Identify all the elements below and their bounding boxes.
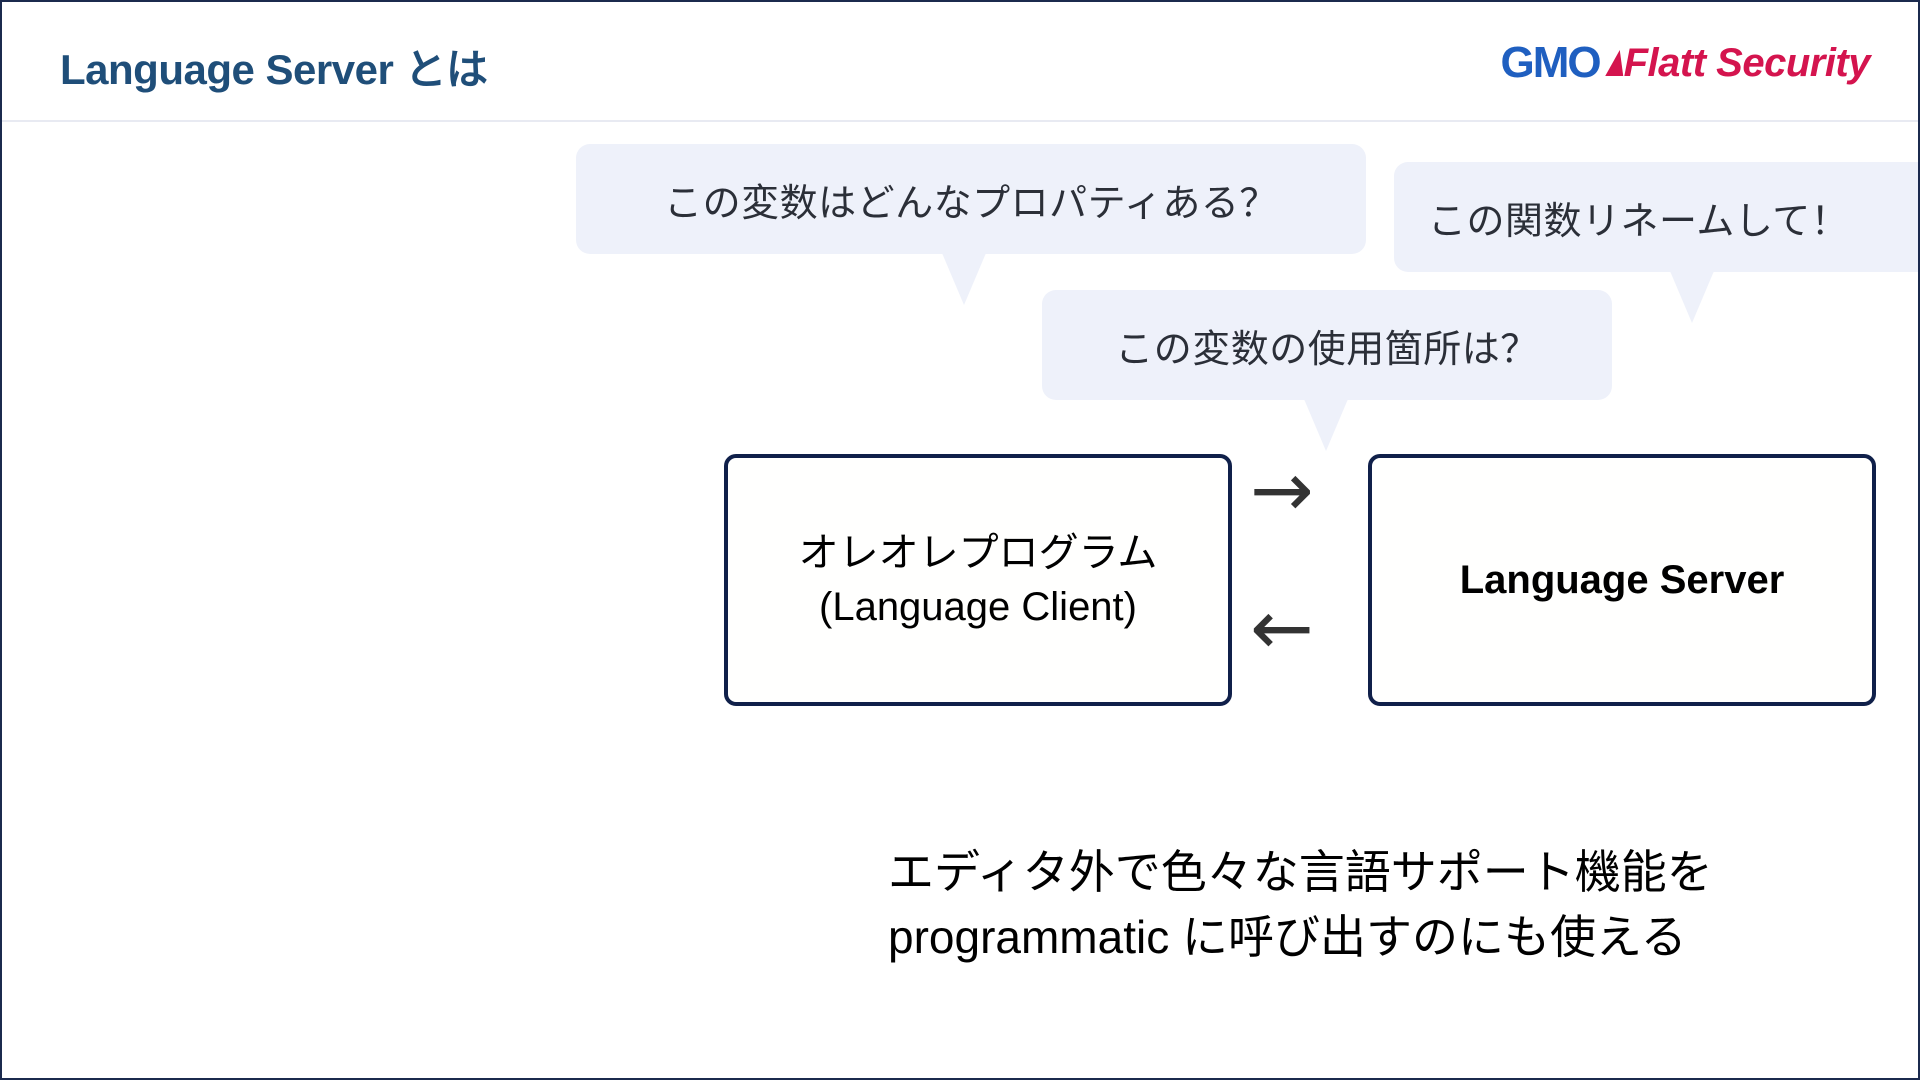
speech-bubble-references-text: この変数の使用箇所は？ xyxy=(1115,328,1539,371)
diagram-box-language-client-line1: オレオレプログラム xyxy=(798,531,1158,575)
slide-header: Language Server とは GMO Flatt Security xyxy=(2,2,1918,122)
speech-bubble-rename-text: この関数リネームして！ xyxy=(1428,200,1850,243)
speech-bubble-tail-references xyxy=(1304,399,1348,451)
logo-gmo-text: GMO xyxy=(1500,38,1601,87)
speech-bubble-tail-properties xyxy=(942,253,986,305)
speech-bubble-properties: この変数はどんなプロパティある？ xyxy=(576,144,1366,254)
slide-caption-line1: エディタ外で色々な言語サポート機能を xyxy=(888,846,1713,898)
diagram-box-language-server-label: Language Server xyxy=(1459,558,1785,602)
speech-bubble-references: この変数の使用箇所は？ xyxy=(1042,290,1612,400)
diagram-box-language-client-line2: (Language Client) xyxy=(819,585,1137,629)
speech-bubble-rename: この関数リネームして！ xyxy=(1394,162,1918,272)
slide-caption: エディタ外で色々な言語サポート機能を programmatic に呼び出すのにも… xyxy=(888,840,1713,971)
page-title: Language Server とは xyxy=(60,46,488,93)
diagram-box-language-client: オレオレプログラム (Language Client) xyxy=(724,454,1232,706)
diagram-box-language-server: Language Server xyxy=(1368,454,1876,706)
speech-bubble-tail-rename xyxy=(1670,271,1714,323)
logo-flatt-security-text: Flatt Security xyxy=(1623,40,1871,85)
slide-caption-line2: programmatic に呼び出すのにも使える xyxy=(888,911,1687,964)
speech-bubble-properties-text: この変数はどんなプロパティある？ xyxy=(664,182,1278,225)
brand-logo: GMO Flatt Security xyxy=(1500,38,1870,88)
arrow-left-icon: ← xyxy=(1250,583,1314,672)
arrow-right-icon: → xyxy=(1250,445,1314,534)
